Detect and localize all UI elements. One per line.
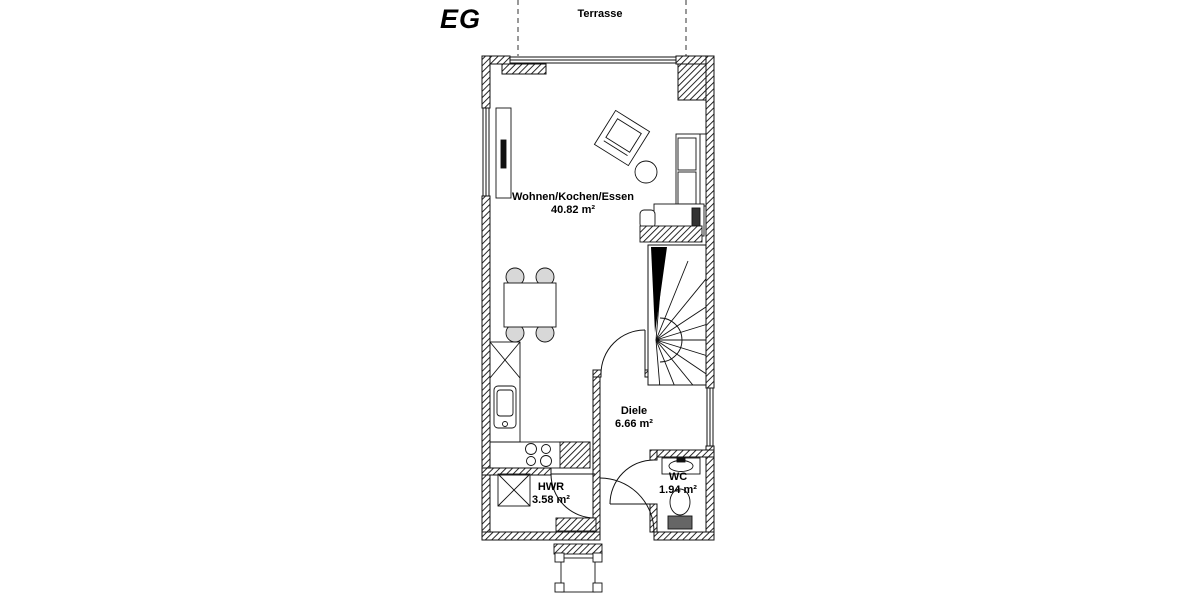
exterior-step — [553, 543, 603, 555]
entrance-door — [599, 477, 655, 533]
doors — [550, 329, 655, 533]
room-name: Wohnen/Kochen/Essen — [511, 191, 635, 203]
room-area: 40.82 m² — [550, 204, 596, 216]
dining-set — [503, 267, 557, 343]
wall-pier-top-left — [501, 63, 547, 75]
cooktop — [525, 443, 552, 467]
living-furniture — [495, 107, 707, 243]
tall-cabinet — [489, 341, 521, 379]
armchair — [593, 109, 651, 167]
wall-pier-top-right — [677, 63, 707, 101]
wall-wc-top — [656, 449, 715, 458]
exterior-table — [553, 543, 603, 593]
diele-door — [600, 329, 646, 375]
room-name: Diele — [620, 405, 648, 417]
kitchen-sink — [493, 385, 517, 429]
room-area: 1.94 m² — [659, 484, 697, 496]
room-area: 6.66 m² — [615, 418, 653, 430]
side-table — [634, 160, 658, 184]
terrace-window — [510, 56, 676, 64]
kitchen-counter-left — [489, 341, 521, 443]
room-area: 3.58 m² — [532, 494, 570, 506]
kitchen — [489, 341, 591, 469]
toilet — [667, 488, 693, 530]
wc-sink — [661, 457, 701, 475]
living-window-west — [482, 108, 490, 196]
stair-cut-mark — [651, 247, 667, 333]
room-name: WC — [668, 471, 688, 483]
diele-window-east — [706, 388, 714, 446]
hwr-cabinet — [555, 517, 597, 532]
dining-table — [503, 282, 557, 328]
sofa — [675, 133, 707, 207]
hwr-door — [550, 473, 596, 519]
terrace-extent-lines — [517, 0, 687, 56]
wardrobe-cabinet — [639, 225, 703, 243]
wc-door — [609, 459, 655, 505]
wall-diele-left — [592, 369, 601, 533]
room-label-wc: WC 1.94 m² — [646, 471, 710, 497]
stove-block — [559, 441, 591, 469]
hwr-room — [497, 473, 597, 532]
wall-wc-left-upper — [649, 449, 658, 461]
floor-title: EG — [440, 4, 482, 34]
room-label-wohnen: Wohnen/Kochen/Essen 40.82 m² — [498, 191, 648, 217]
wc-room — [661, 457, 701, 530]
washing-machine — [497, 473, 531, 507]
room-name: HWR — [537, 481, 565, 493]
terrace-label: Terrasse — [577, 8, 623, 20]
staircase — [647, 244, 707, 386]
windows — [482, 56, 714, 446]
room-label-diele: Diele 6.66 m² — [600, 405, 668, 431]
room-label-hwr: HWR 3.58 m² — [516, 481, 586, 507]
tv-sideboard — [495, 107, 512, 199]
